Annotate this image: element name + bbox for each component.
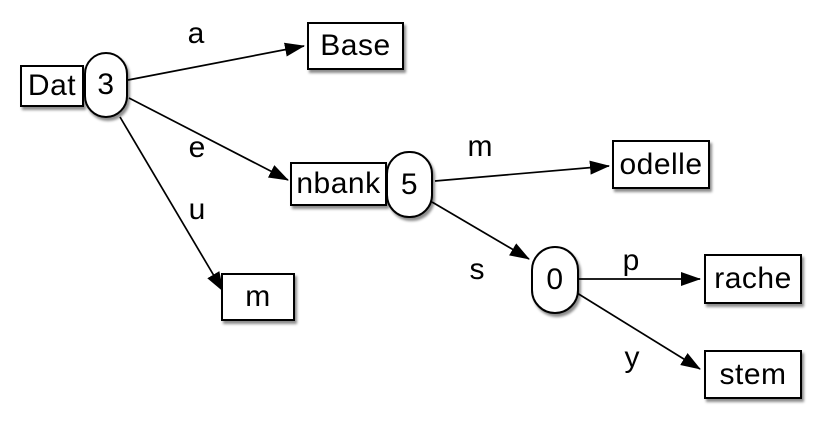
node-dat-label: Dat bbox=[27, 69, 77, 102]
node-nbank-box: nbank bbox=[290, 162, 387, 206]
edge-label-u: u bbox=[188, 193, 206, 226]
edge-label-y: y bbox=[624, 341, 640, 374]
node-dat-box: Dat bbox=[20, 65, 84, 107]
node-zero-count-label: 0 bbox=[546, 263, 564, 296]
node-odelle-label: odelle bbox=[619, 147, 703, 181]
edge-u bbox=[119, 116, 224, 292]
node-zero-count: 0 bbox=[531, 246, 579, 314]
node-rache-label: rache bbox=[714, 262, 792, 295]
node-nbank-count: 5 bbox=[386, 151, 433, 218]
node-base-label: Base bbox=[320, 29, 391, 62]
edge-label-a: a bbox=[187, 17, 205, 50]
node-nbank-count-label: 5 bbox=[400, 167, 419, 201]
edge-label-s: s bbox=[469, 253, 485, 286]
node-base: Base bbox=[307, 22, 404, 70]
node-root-count-label: 3 bbox=[97, 68, 115, 101]
edge-e bbox=[128, 97, 289, 181]
node-odelle: odelle bbox=[612, 140, 710, 189]
node-stem: stem bbox=[704, 350, 802, 399]
node-rache: rache bbox=[704, 254, 802, 304]
node-nbank-label: nbank bbox=[296, 167, 381, 200]
edge-label-p: p bbox=[622, 244, 640, 277]
node-m: m bbox=[221, 273, 295, 321]
edge-s bbox=[431, 201, 530, 260]
edge-label-m: m bbox=[467, 130, 493, 163]
node-m-label: m bbox=[245, 280, 271, 313]
edge-a bbox=[127, 42, 305, 81]
edge-y bbox=[576, 292, 701, 370]
edge-label-e: e bbox=[188, 131, 206, 164]
node-stem-label: stem bbox=[719, 357, 787, 391]
node-root-count: 3 bbox=[84, 52, 128, 118]
edge-m bbox=[434, 160, 610, 182]
